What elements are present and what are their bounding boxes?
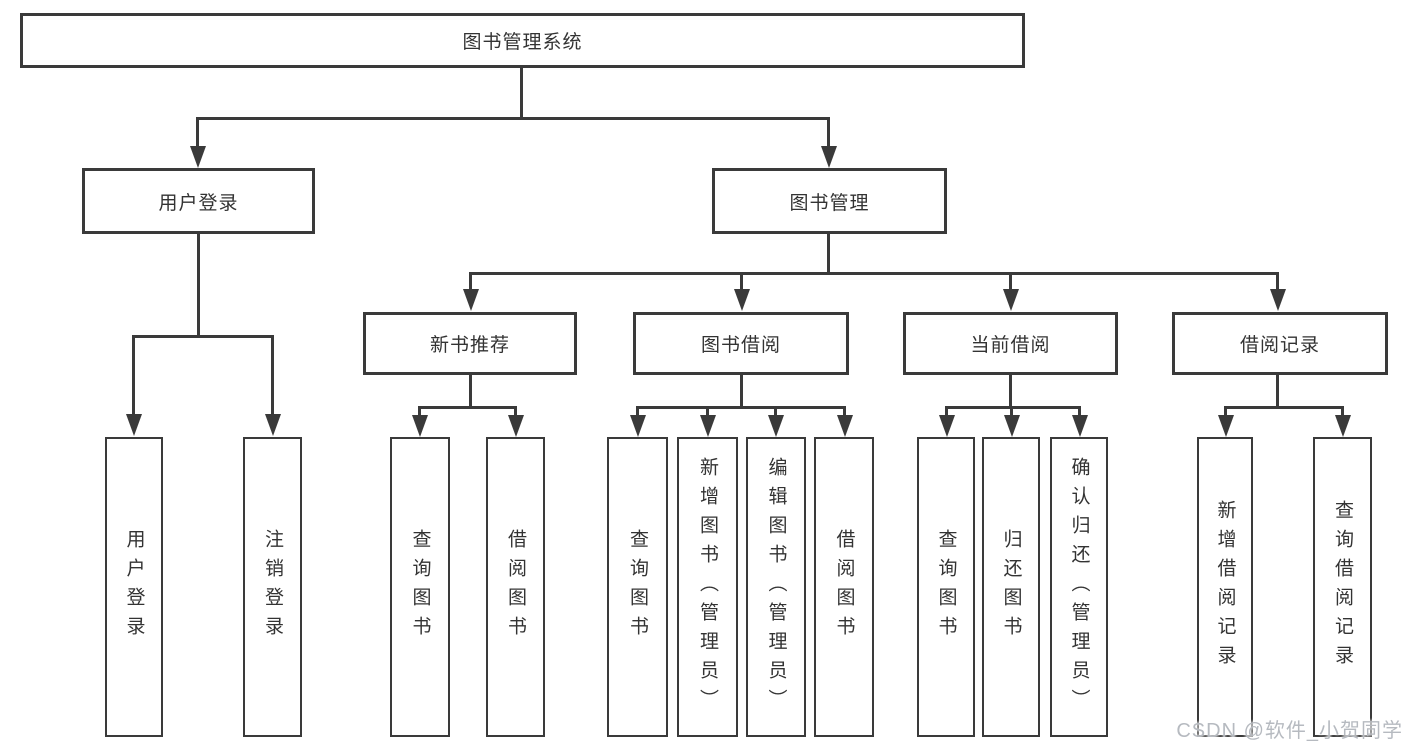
connector-line: [740, 272, 743, 291]
leaf-bb-query-books: 查询图书: [607, 437, 668, 737]
node-book-borrow: 图书借阅: [633, 312, 849, 375]
arrowhead-down-icon: [1004, 415, 1020, 437]
connector-line: [197, 234, 200, 337]
leaf-bb-edit-books-admin: 编辑图书（管理员）: [746, 437, 806, 737]
connector-line: [514, 406, 517, 417]
node-borrow-record: 借阅记录: [1172, 312, 1388, 375]
connector-line: [827, 234, 830, 274]
leaf-nbr-query-books: 查询图书: [390, 437, 450, 737]
arrowhead-down-icon: [768, 415, 784, 437]
leaf-br-query-record: 查询借阅记录: [1313, 437, 1372, 737]
connector-line: [843, 406, 846, 417]
connector-line: [271, 335, 274, 416]
node-book-mgmt: 图书管理: [712, 168, 947, 234]
arrowhead-down-icon: [126, 414, 142, 436]
connector-line: [636, 406, 845, 409]
leaf-br-add-record: 新增借阅记录: [1197, 437, 1253, 737]
leaf-nbr-borrow-books: 借阅图书: [486, 437, 545, 737]
connector-line: [418, 406, 421, 417]
leaf-logout: 注销登录: [243, 437, 302, 737]
connector-line: [636, 406, 639, 417]
leaf-bb-borrow-books: 借阅图书: [814, 437, 874, 737]
connector-line: [706, 406, 709, 417]
connector-line: [1224, 406, 1344, 409]
connector-line: [133, 335, 273, 338]
connector-line: [196, 117, 199, 147]
connector-line: [945, 406, 948, 417]
connector-line: [1341, 406, 1344, 417]
arrowhead-down-icon: [734, 289, 750, 311]
connector-line: [520, 68, 523, 119]
connector-line: [469, 272, 1279, 275]
arrowhead-down-icon: [821, 146, 837, 168]
arrowhead-down-icon: [1003, 289, 1019, 311]
connector-line: [1009, 375, 1012, 408]
node-current-borrow: 当前借阅: [903, 312, 1118, 375]
leaf-bb-add-books-admin: 新增图书（管理员）: [677, 437, 738, 737]
node-root: 图书管理系统: [20, 13, 1025, 68]
connector-line: [827, 117, 830, 147]
connector-line: [469, 375, 472, 408]
arrowhead-down-icon: [1072, 415, 1088, 437]
arrowhead-down-icon: [1270, 289, 1286, 311]
connector-line: [132, 335, 135, 416]
connector-line: [1078, 406, 1081, 417]
node-new-book-rec: 新书推荐: [363, 312, 577, 375]
connector-line: [740, 375, 743, 408]
leaf-user-login: 用户登录: [105, 437, 163, 737]
connector-line: [469, 272, 472, 291]
arrowhead-down-icon: [700, 415, 716, 437]
arrowhead-down-icon: [1218, 415, 1234, 437]
connector-line: [1224, 406, 1227, 417]
arrowhead-down-icon: [412, 415, 428, 437]
arrowhead-down-icon: [190, 146, 206, 168]
arrowhead-down-icon: [265, 414, 281, 436]
connector-line: [418, 406, 516, 409]
connector-line: [774, 406, 777, 417]
arrowhead-down-icon: [463, 289, 479, 311]
node-user-login: 用户登录: [82, 168, 315, 234]
connector-line: [197, 117, 830, 120]
leaf-cb-confirm-return-admin: 确认归还（管理员）: [1050, 437, 1108, 737]
connector-line: [1010, 406, 1013, 417]
leaf-cb-query-books: 查询图书: [917, 437, 975, 737]
arrowhead-down-icon: [837, 415, 853, 437]
arrowhead-down-icon: [630, 415, 646, 437]
leaf-cb-return-books: 归还图书: [982, 437, 1040, 737]
arrowhead-down-icon: [939, 415, 955, 437]
connector-line: [1009, 272, 1012, 291]
watermark-text: CSDN @软件_小贺同学: [1176, 720, 1403, 742]
connector-line: [1276, 375, 1279, 408]
arrowhead-down-icon: [508, 415, 524, 437]
arrowhead-down-icon: [1335, 415, 1351, 437]
connector-line: [1276, 272, 1279, 291]
